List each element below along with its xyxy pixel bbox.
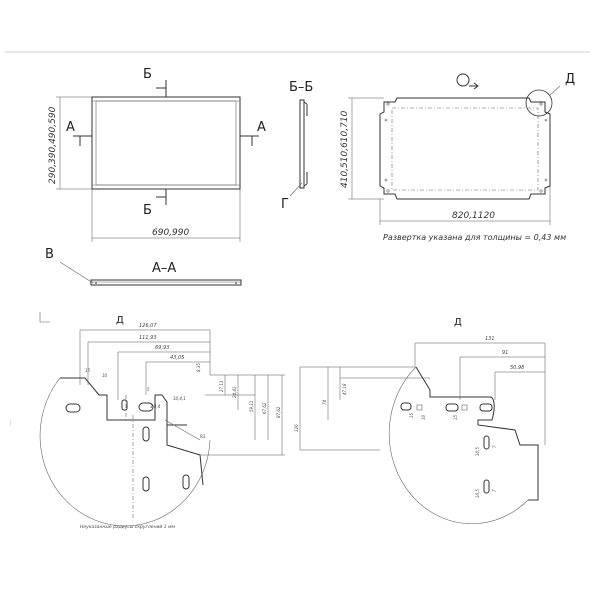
corner-mark bbox=[39, 312, 50, 323]
flat-pattern-view bbox=[348, 73, 561, 225]
left-detail-note: Неуказанные радиусы скруглений 1 мм bbox=[80, 524, 175, 530]
svg-text:131: 131 bbox=[485, 336, 495, 342]
svg-text:10,5: 10,5 bbox=[475, 447, 480, 456]
svg-text:87,62: 87,62 bbox=[276, 406, 281, 418]
svg-text:7: 7 bbox=[492, 445, 497, 448]
svg-text:67,62: 67,62 bbox=[262, 402, 267, 414]
main-width-dimension: 690,990 bbox=[152, 228, 189, 238]
right-detail-view bbox=[299, 342, 546, 524]
view-aa-label: А–А bbox=[152, 261, 176, 276]
detail-d-right-label: Д bbox=[454, 317, 462, 328]
svg-text:27,13: 27,13 bbox=[219, 380, 224, 392]
svg-text:74: 74 bbox=[322, 399, 327, 405]
view-d-marker-label: Д bbox=[565, 72, 575, 87]
svg-text:10,5: 10,5 bbox=[475, 489, 480, 498]
main-panel-view bbox=[56, 80, 259, 242]
svg-text:7: 7 bbox=[492, 489, 497, 492]
edge-dots: ⋮ bbox=[8, 421, 13, 427]
svg-text:24,41: 24,41 bbox=[232, 387, 237, 398]
svg-text:15: 15 bbox=[453, 414, 458, 420]
svg-text:5: 5 bbox=[147, 387, 150, 392]
svg-text:15: 15 bbox=[409, 412, 414, 418]
svg-text:43,05: 43,05 bbox=[170, 355, 184, 361]
section-b-top-label: Б bbox=[143, 67, 152, 82]
right-detail-dimensions: 131 91 50,98 47,18 74 126 15 15 10 10,5 … bbox=[294, 336, 524, 498]
svg-text:47,18: 47,18 bbox=[342, 383, 347, 395]
thickness-note: Развертка указана для толщины = 0,43 мм bbox=[383, 233, 566, 242]
view-g-label: Г bbox=[281, 197, 289, 212]
detail-d-circle bbox=[525, 89, 553, 117]
section-b-bottom-label: Б bbox=[143, 203, 152, 218]
unfolded-symbol-icon bbox=[456, 73, 470, 87]
svg-text:10: 10 bbox=[102, 373, 108, 378]
section-a-right-label: А bbox=[257, 120, 266, 135]
main-height-dimension: 290,390,490,590 bbox=[48, 106, 58, 184]
svg-text:8,35: 8,35 bbox=[196, 363, 201, 372]
svg-text:R3: R3 bbox=[200, 434, 206, 439]
svg-text:59,11: 59,11 bbox=[249, 401, 254, 412]
svg-text:126: 126 bbox=[294, 424, 299, 432]
left-detail-dimensions: 126,07 111,93 69,93 43,05 8,35 27,13 24,… bbox=[85, 323, 281, 439]
svg-text:3,4,4: 3,4,4 bbox=[150, 404, 161, 409]
leader-g bbox=[289, 182, 303, 197]
view-bb-label: Б–Б bbox=[289, 80, 313, 95]
view-v-label: В bbox=[45, 247, 54, 262]
svg-text:10,4,1: 10,4,1 bbox=[173, 396, 186, 401]
detail-d-left-label: Д bbox=[116, 315, 124, 326]
svg-text:126,07: 126,07 bbox=[139, 323, 157, 329]
flat-height-dimension: 410,510,610,710 bbox=[340, 110, 350, 188]
section-a-left-label: А bbox=[66, 120, 75, 135]
svg-text:50,98: 50,98 bbox=[510, 365, 524, 371]
svg-text:15: 15 bbox=[85, 368, 91, 373]
svg-text:111,93: 111,93 bbox=[139, 335, 157, 341]
svg-text:91: 91 bbox=[502, 350, 508, 356]
svg-text:69,93: 69,93 bbox=[155, 345, 169, 351]
flat-width-dimension: 820,1120 bbox=[452, 211, 495, 221]
section-aa-profile bbox=[90, 279, 242, 286]
section-bb-profile bbox=[289, 99, 308, 197]
left-detail-view bbox=[39, 329, 285, 527]
svg-text:10: 10 bbox=[421, 414, 426, 420]
